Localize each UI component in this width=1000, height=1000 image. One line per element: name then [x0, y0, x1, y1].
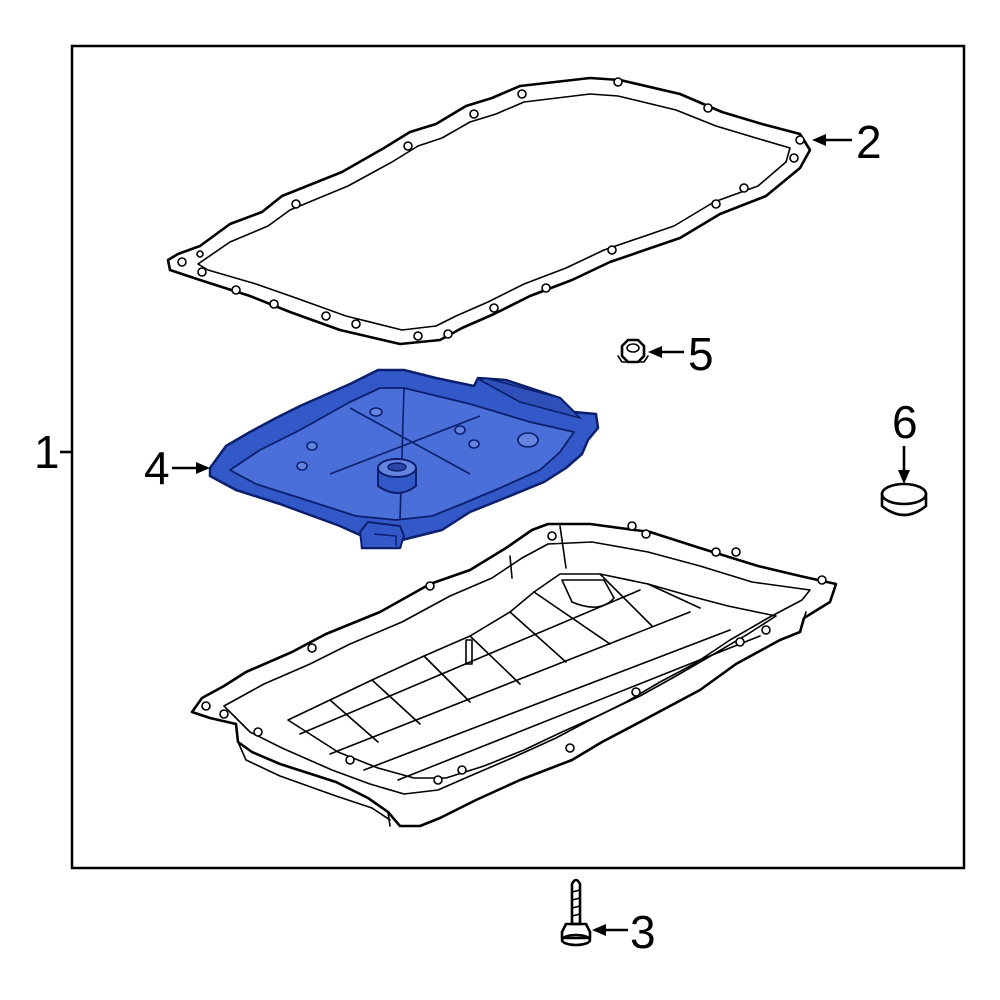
callout-4: 4 [144, 442, 170, 494]
callout-1: 1 [34, 426, 60, 478]
nut-icon[interactable] [617, 338, 649, 364]
leader-lines [60, 134, 910, 936]
callout-6: 6 [892, 396, 918, 448]
callout-2: 2 [856, 116, 882, 168]
gasket-icon[interactable] [166, 76, 812, 346]
filter-icon[interactable] [208, 368, 600, 550]
oil-pan-icon[interactable] [190, 521, 838, 828]
callout-5: 5 [688, 328, 714, 380]
bolt-icon[interactable] [560, 878, 592, 947]
callout-3: 3 [630, 906, 656, 958]
